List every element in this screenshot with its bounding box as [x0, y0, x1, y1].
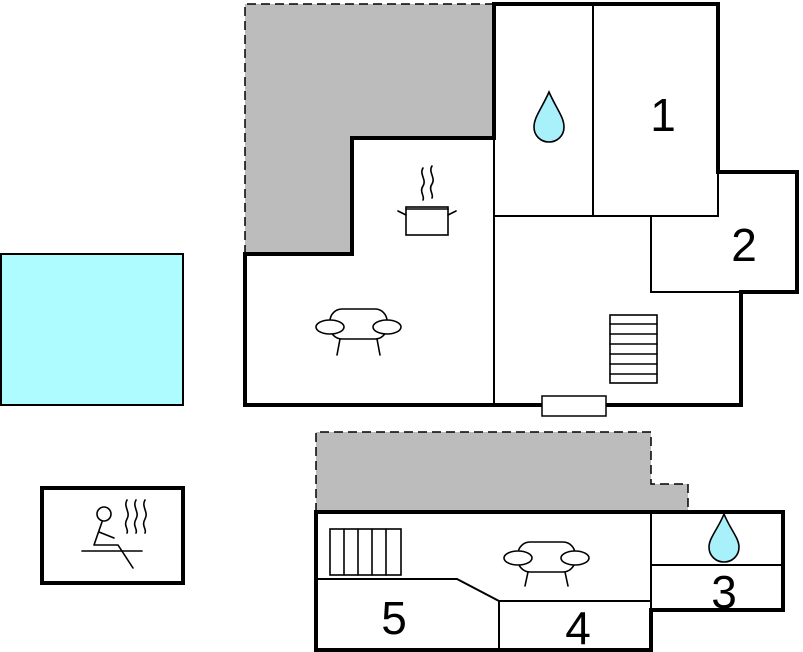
pool [0, 253, 184, 406]
lower-terrace [315, 431, 689, 512]
room-number-5: 5 [381, 592, 407, 644]
water-drop-icon [533, 90, 565, 143]
cooking-pot-icon [397, 165, 457, 236]
room-number-1: 1 [650, 89, 676, 141]
room-number-2: 2 [731, 219, 757, 271]
door [541, 395, 607, 417]
sofa-icon [503, 541, 590, 587]
sofa-icon [315, 308, 402, 356]
upper-terrace [244, 3, 494, 254]
sauna-icon [81, 499, 147, 569]
radiator-icon [329, 528, 402, 576]
lower-floor [314, 510, 785, 652]
upper-floor [243, 2, 799, 417]
water-drop-icon [708, 511, 740, 563]
room-number-4: 4 [565, 602, 591, 652]
sauna-box [40, 486, 185, 585]
stairs-icon [609, 314, 658, 384]
room-number-3: 3 [711, 566, 737, 618]
